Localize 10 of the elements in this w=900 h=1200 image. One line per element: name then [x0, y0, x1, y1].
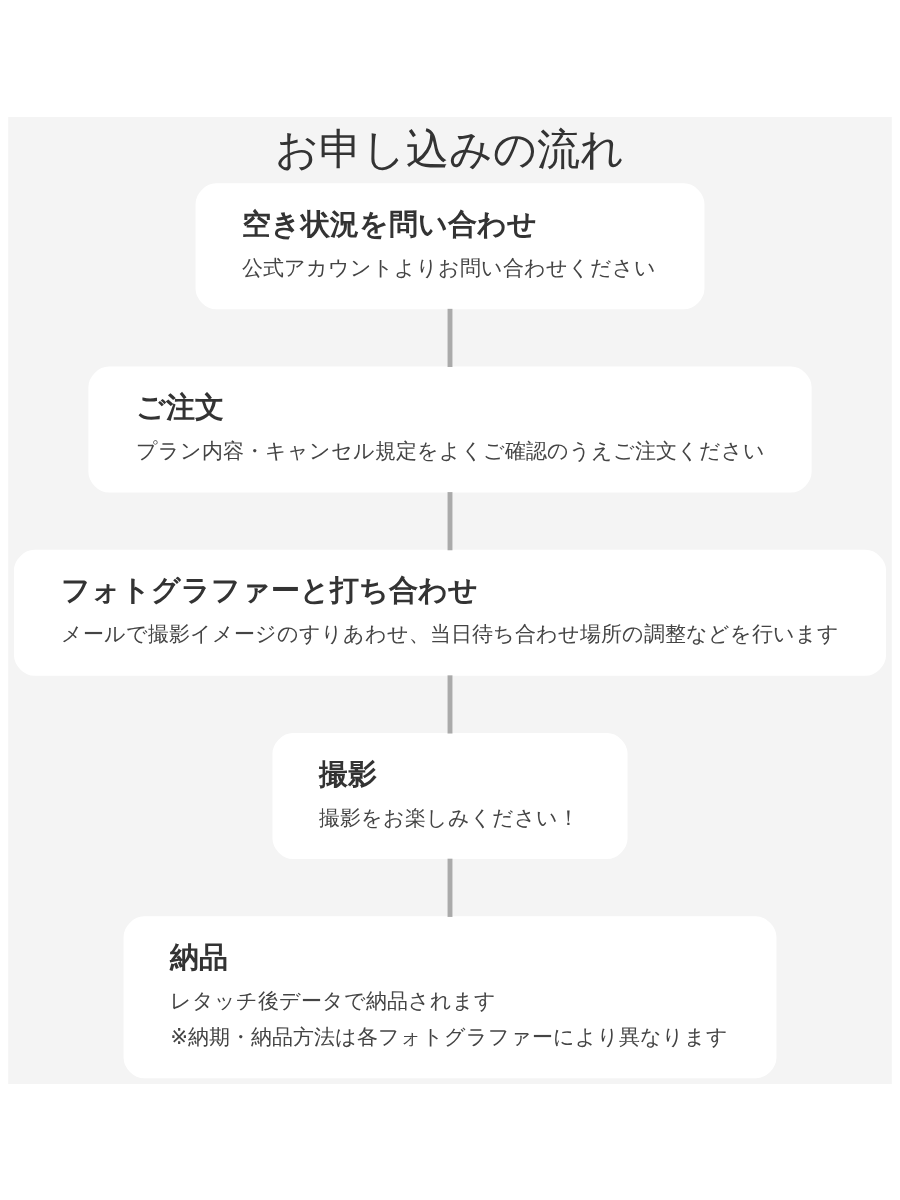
- connector: [447, 858, 453, 917]
- connector: [447, 308, 453, 367]
- diagram-title: お申し込みの流れ: [275, 124, 625, 174]
- node-box: 空き状況を問い合わせ 公式アカウントよりお問い合わせください: [195, 182, 705, 309]
- node-box: 撮影 撮影をお楽しみください！: [272, 732, 628, 859]
- node-box: ご注文 プラン内容・キャンセル規定をよくご確認のうえご注文ください: [88, 366, 812, 492]
- node-box: 納品 レタッチ後データで納品されます ※納期・納品方法は各フォトグラファーにより異なります: [123, 915, 777, 1078]
- connector: [447, 491, 453, 550]
- node-box: フォトグラファーと打ち合わせ メールで撮影イメージのすりあわせ、当日待ち合わせ場所の調整などを行います: [13, 549, 887, 676]
- connector: [447, 674, 453, 733]
